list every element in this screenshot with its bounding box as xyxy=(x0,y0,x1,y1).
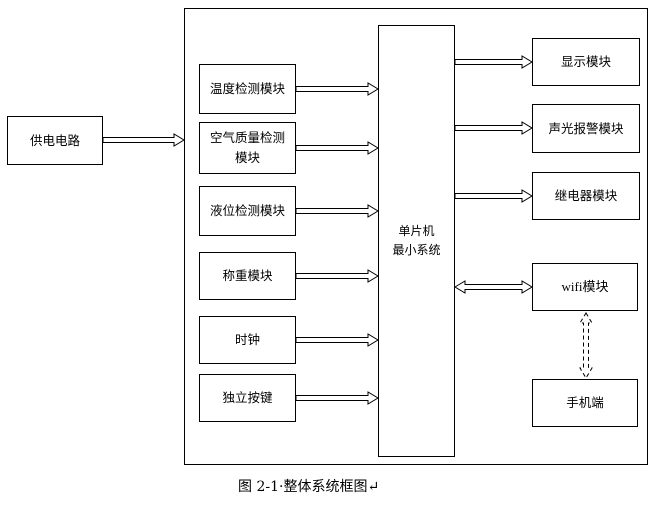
temperature-module-box: 温度检测模块 xyxy=(199,64,296,114)
clock-module-label: 时钟 xyxy=(234,332,260,347)
temperature-module-label: 温度检测模块 xyxy=(209,81,285,96)
power-supply-label: 供电电路 xyxy=(29,132,80,148)
relay-module-label: 继电器模块 xyxy=(554,188,618,203)
liquid-level-module-box: 液位检测模块 xyxy=(199,186,296,236)
figure-caption: 图 2-1·整体系统框图↵ xyxy=(238,479,380,495)
alarm-module-label: 声光报警模块 xyxy=(548,120,624,136)
weighing-module-box: 称重模块 xyxy=(199,252,296,300)
air-quality-module-box: 空气质量检测模块 xyxy=(199,122,296,174)
phone-box: 手机端 xyxy=(532,379,638,427)
mcu-label-line-2: 最小系统 xyxy=(392,243,441,257)
weighing-module-label: 称重模块 xyxy=(222,268,273,283)
power-supply-box: 供电电路 xyxy=(7,116,103,165)
mcu-label-line-1: 单片机 xyxy=(398,224,435,238)
wifi-module-label: wifi模块 xyxy=(561,279,609,294)
keys-module-box: 独立按键 xyxy=(199,374,296,422)
keys-module-label: 独立按键 xyxy=(222,390,273,405)
mcu-minimum-system-box: 单片机 最小系统 xyxy=(378,25,455,457)
air-quality-module-label: 空气质量检测模块 xyxy=(209,130,285,165)
display-module-label: 显示模块 xyxy=(560,54,611,69)
clock-module-box: 时钟 xyxy=(199,316,296,364)
relay-module-box: 继电器模块 xyxy=(532,172,640,220)
phone-label: 手机端 xyxy=(566,395,604,410)
liquid-level-module-label: 液位检测模块 xyxy=(209,203,285,218)
alarm-module-box: 声光报警模块 xyxy=(532,104,640,153)
display-module-box: 显示模块 xyxy=(532,38,640,86)
wifi-module-box: wifi模块 xyxy=(532,263,638,311)
power-to-system-arrow xyxy=(102,133,185,147)
